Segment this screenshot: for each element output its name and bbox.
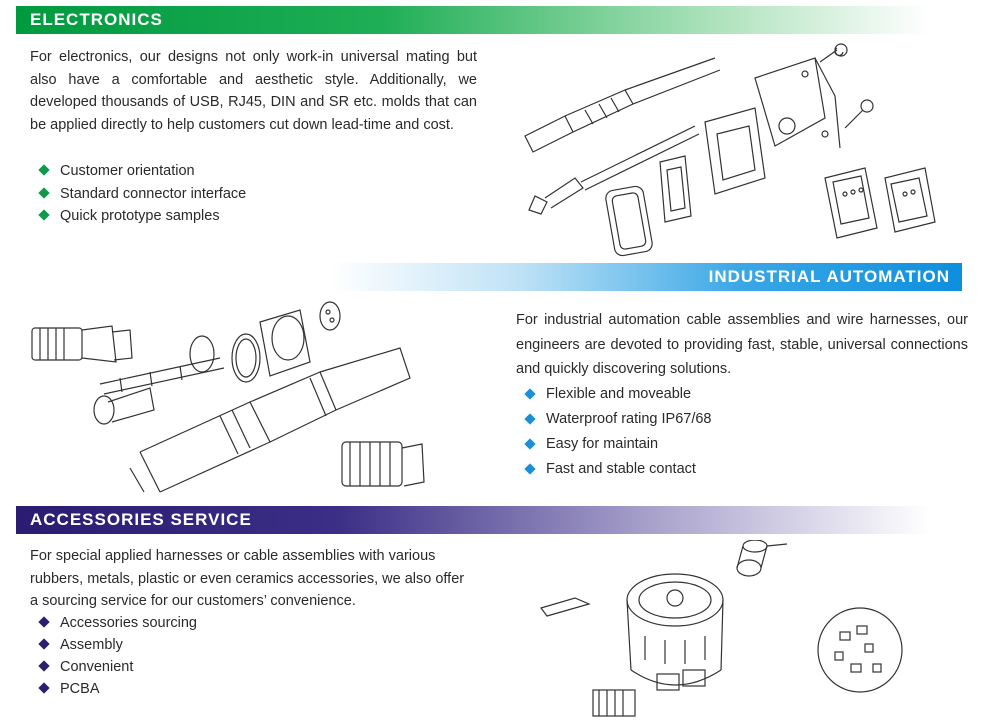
bullet-text: PCBA bbox=[60, 681, 100, 697]
bullet-item: Customer orientation bbox=[38, 160, 246, 183]
bullet-item: Standard connector interface bbox=[38, 183, 246, 206]
section-banner-industrial-automation: INDUSTRIAL AUTOMATION bbox=[330, 263, 962, 291]
bullet-item: Assembly bbox=[38, 634, 197, 656]
bullet-text: Accessories sourcing bbox=[60, 615, 197, 631]
bullet-text: Standard connector interface bbox=[60, 185, 247, 202]
bullet-text: Flexible and moveable bbox=[546, 386, 692, 402]
bullet-item: Waterproof rating IP67/68 bbox=[524, 407, 712, 432]
section-paragraph: For electronics, our designs not only wo… bbox=[30, 49, 477, 133]
diamond-bullet-icon bbox=[524, 462, 536, 475]
bullet-list: Accessories sourcing Assembly Convenient… bbox=[38, 612, 197, 700]
section-title: ACCESSORIES SERVICE bbox=[30, 510, 252, 529]
accessories-illustration bbox=[540, 540, 903, 717]
bullet-item: Quick prototype samples bbox=[38, 205, 246, 228]
section-paragraph: For special applied harnesses or cable a… bbox=[30, 548, 465, 609]
bullet-text: Quick prototype samples bbox=[60, 208, 220, 224]
bullet-text: Easy for maintain bbox=[546, 436, 659, 452]
diamond-bullet-icon bbox=[38, 638, 50, 650]
bullet-item: Accessories sourcing bbox=[38, 612, 197, 634]
bullet-item: Convenient bbox=[38, 656, 197, 678]
bullet-item: PCBA bbox=[38, 678, 197, 700]
diamond-bullet-icon bbox=[38, 187, 50, 199]
bullet-text: Waterproof rating IP67/68 bbox=[546, 411, 712, 427]
diamond-bullet-icon bbox=[38, 682, 50, 694]
section-banner-electronics: ELECTRONICS bbox=[16, 6, 930, 34]
diamond-bullet-icon bbox=[38, 616, 50, 628]
electronics-connectors-illustration bbox=[524, 43, 936, 257]
bullet-list: Customer orientation Standard connector … bbox=[38, 160, 246, 228]
bullet-text: Customer orientation bbox=[60, 163, 195, 179]
bullet-item: Flexible and moveable bbox=[524, 382, 712, 407]
section-title: INDUSTRIAL AUTOMATION bbox=[708, 267, 950, 286]
section-banner-accessories-service: ACCESSORIES SERVICE bbox=[16, 506, 930, 534]
industrial-connector-illustration bbox=[31, 301, 425, 493]
bullet-list: Flexible and moveable Waterproof rating … bbox=[524, 382, 712, 482]
bullet-text: Assembly bbox=[60, 637, 123, 653]
diamond-bullet-icon bbox=[524, 387, 536, 400]
bullet-text: Convenient bbox=[60, 659, 134, 675]
bullet-item: Easy for maintain bbox=[524, 432, 712, 457]
diamond-bullet-icon bbox=[524, 437, 536, 450]
bullet-item: Fast and stable contact bbox=[524, 457, 712, 482]
diamond-bullet-icon bbox=[38, 209, 50, 221]
diamond-bullet-icon bbox=[38, 164, 50, 176]
diamond-bullet-icon bbox=[38, 660, 50, 672]
section-title: ELECTRONICS bbox=[30, 10, 163, 29]
section-paragraph: For industrial automation cable assembli… bbox=[516, 312, 968, 377]
diamond-bullet-icon bbox=[524, 412, 536, 425]
bullet-text: Fast and stable contact bbox=[546, 461, 696, 477]
